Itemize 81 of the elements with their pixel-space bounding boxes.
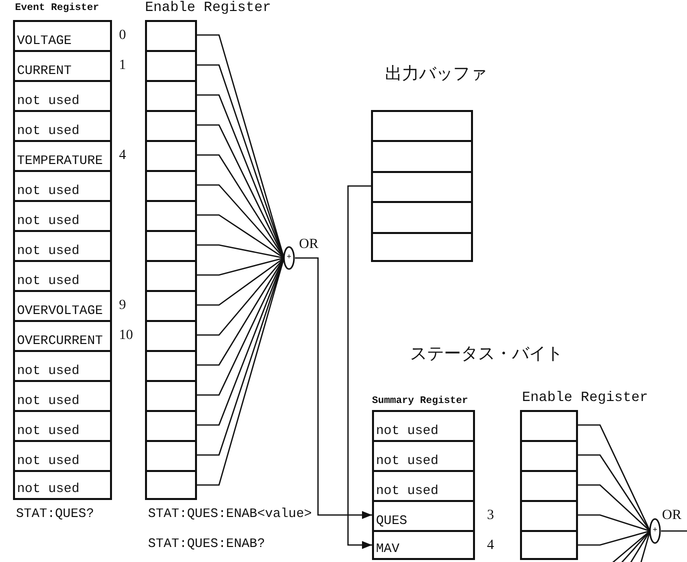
register-cell: [145, 50, 197, 82]
register-cell: [371, 140, 473, 173]
register-cell: MAV: [372, 530, 475, 560]
or-gate: +: [649, 518, 661, 544]
register-cell: [145, 80, 197, 112]
register-cell: [145, 320, 197, 352]
register-heading: Enable Register: [522, 391, 648, 405]
register-cell: CURRENT: [13, 50, 112, 82]
register-cell: OVERVOLTAGE: [13, 290, 112, 322]
register-cell: [145, 380, 197, 412]
register-heading: 出力バッファ: [385, 66, 487, 83]
bit-number: 9: [119, 299, 126, 313]
register-cell: [145, 230, 197, 262]
connector-line: [197, 214, 284, 259]
register-cell: [145, 20, 197, 52]
register-cell: not used: [372, 470, 475, 502]
connector-line: [578, 454, 651, 532]
register-cell: not used: [372, 410, 475, 442]
register-cell: [520, 530, 578, 560]
register-cell: [371, 110, 473, 142]
command-text: STAT:QUES:ENAB?: [148, 537, 266, 550]
bit-number: 3: [487, 509, 494, 523]
section-title: ステータス・バイト: [410, 346, 563, 363]
register-cell: [145, 260, 197, 292]
register-cell: [371, 171, 473, 203]
connector-line: [197, 257, 284, 306]
bit-number: 0: [119, 29, 126, 43]
bit-number: 1: [119, 59, 126, 73]
register-cell: TEMPERATURE: [13, 140, 112, 172]
register-cell: not used: [372, 440, 475, 472]
register-cell: [371, 201, 473, 234]
register-cell: [520, 410, 578, 442]
register-cell: [145, 350, 197, 382]
connector-line: [578, 514, 650, 532]
register-cell: not used: [13, 440, 112, 472]
register-cell: [145, 170, 197, 202]
register-cell: OVERCURRENT: [13, 320, 112, 352]
connector-line: [197, 184, 284, 258]
register-cell: not used: [13, 380, 112, 412]
connector-line: [661, 530, 687, 532]
register-cell: not used: [13, 260, 112, 292]
register-cell: [520, 440, 578, 472]
register-cell: not used: [13, 350, 112, 382]
register-cell: [145, 200, 197, 232]
command-text: STAT:QUES:ENAB<value>: [148, 507, 312, 520]
gate-label: OR: [299, 238, 318, 252]
connector-line: [578, 484, 650, 532]
bit-number: 10: [119, 329, 133, 343]
register-heading: Event Register: [15, 4, 100, 14]
register-cell: not used: [13, 200, 112, 232]
register-cell: [145, 440, 197, 472]
register-cell: QUES: [372, 500, 475, 532]
register-cell: [145, 290, 197, 322]
register-cell: not used: [13, 110, 112, 142]
arrow: [295, 257, 372, 519]
connector-line: [578, 424, 651, 532]
register-cell: not used: [13, 170, 112, 202]
register-cell: not used: [13, 410, 112, 442]
register-heading: Enable Register: [145, 1, 272, 15]
connector-line: [578, 530, 650, 546]
register-cell: not used: [13, 470, 112, 500]
gate-label: OR: [662, 509, 682, 523]
register-cell: [145, 140, 197, 172]
register-heading: Summary Register: [372, 397, 468, 407]
register-cell: [520, 500, 578, 532]
connector-line: [197, 258, 284, 336]
register-cell: VOLTAGE: [13, 20, 112, 52]
connector-line: [197, 257, 284, 276]
bit-number: 4: [119, 149, 126, 163]
bit-number: 4: [487, 539, 494, 553]
command-text: STAT:QUES?: [16, 507, 94, 520]
register-cell: [371, 232, 473, 262]
register-cell: not used: [13, 230, 112, 262]
register-cell: [145, 410, 197, 442]
arrow: [347, 185, 372, 549]
register-cell: [520, 470, 578, 502]
register-cell: [145, 110, 197, 142]
connector-line: [197, 244, 284, 259]
register-cell: not used: [13, 80, 112, 112]
register-cell: [145, 470, 197, 500]
or-gate: +: [283, 246, 295, 270]
